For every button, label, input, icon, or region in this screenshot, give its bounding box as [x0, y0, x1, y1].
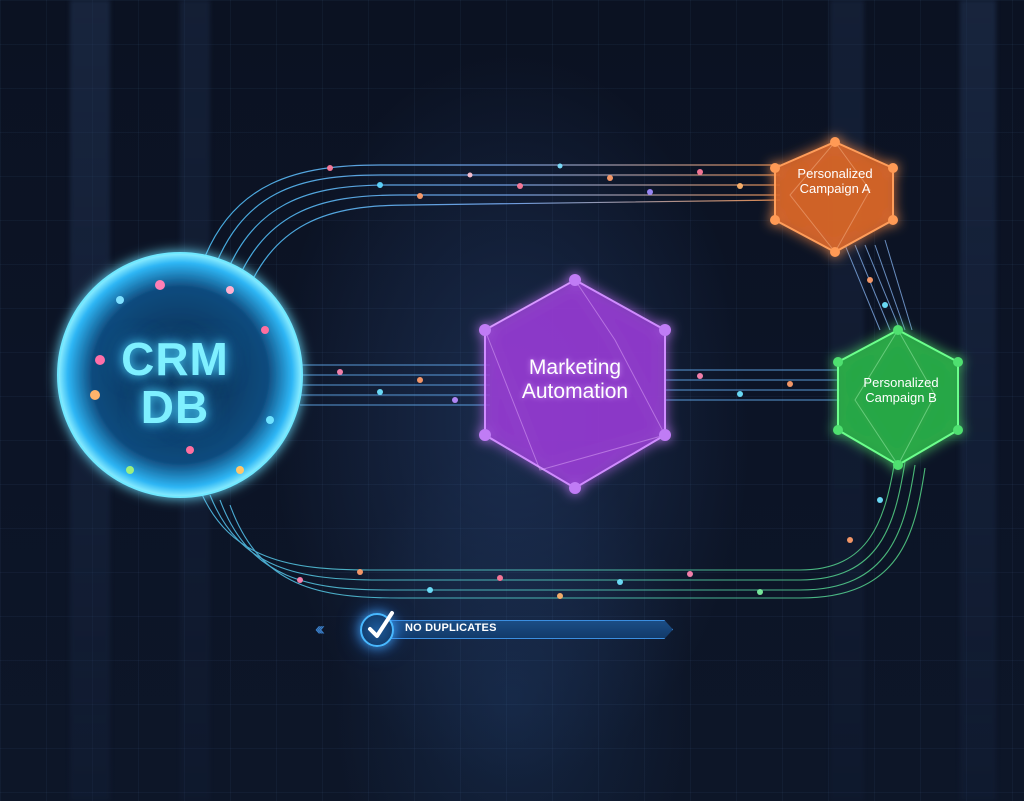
- chevrons-left-icon: ‹‹‹: [315, 619, 325, 639]
- badge-text: NO DUPLICATES: [405, 622, 497, 634]
- checkmark-icon: [360, 611, 394, 647]
- marketing-automation-node: [479, 274, 671, 494]
- bottom-stream: [199, 459, 926, 599]
- right-stream: [844, 239, 913, 331]
- no-duplicates-badge: NO DUPLICATES: [355, 611, 677, 647]
- data-particles: [297, 163, 888, 599]
- campaign-b-node: [833, 325, 963, 470]
- top-stream: [199, 164, 781, 311]
- middle-stream: [300, 364, 840, 406]
- crm-db-particles: [90, 280, 274, 474]
- campaign-a-node: [770, 137, 898, 257]
- crm-db-node: [57, 252, 303, 498]
- server-rack-right: [960, 0, 996, 801]
